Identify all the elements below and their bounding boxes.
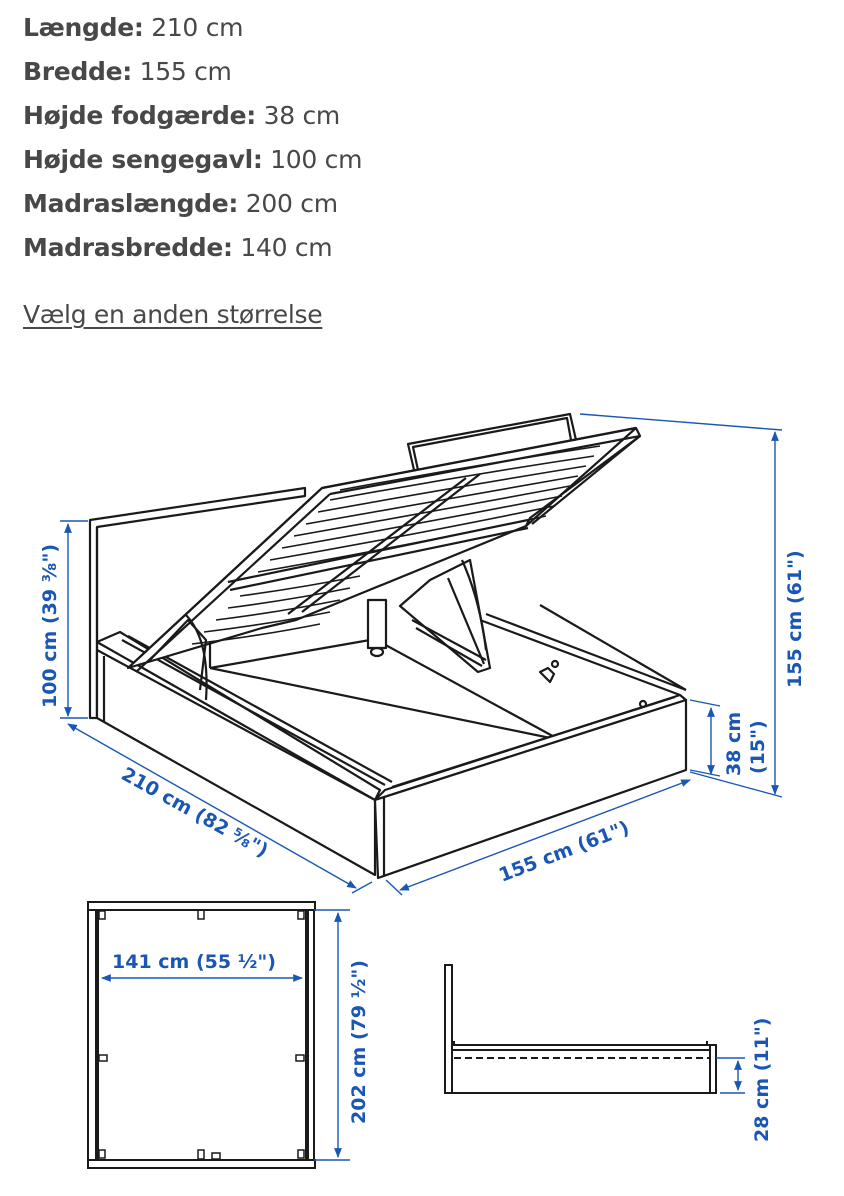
spec-label: Bredde: [23,57,132,86]
top-view-illustration [87,901,316,1169]
inner-width-label: 141 cm (55 ½") [112,951,276,973]
side-view-dimension-lines [716,1057,745,1094]
spec-length: Længde: 210 cm [23,6,362,50]
headboard-height-label: 100 cm (39 ³⁄₈") [39,544,61,708]
spec-mattress-width: Madrasbredde: 140 cm [23,226,362,270]
spec-label: Længde: [23,13,144,42]
choose-other-size-link[interactable]: Vælg en anden størrelse [23,300,323,329]
top-view-dimension-lines [101,909,350,1161]
spec-value: 38 cm [255,101,341,130]
spec-value: 155 cm [131,57,232,86]
storage-height-label: 28 cm (11") [751,1018,773,1142]
spec-value: 200 cm [238,189,338,218]
spec-footboard-height: Højde fodgærde: 38 cm [23,94,362,138]
spec-label: Højde fodgærde: [23,101,256,130]
side-view-illustration [444,964,717,1094]
spec-width: Bredde: 155 cm [23,50,362,94]
spec-headboard-height: Højde sengegavl: 100 cm [23,138,362,182]
product-dimensions-list: Længde: 210 cm Bredde: 155 cm Højde fodg… [23,6,362,270]
spec-value: 100 cm [262,145,363,174]
iso-dimension-lines [60,413,783,896]
footboard-height-label: 38 cm [723,712,745,776]
spec-label: Madrasbredde: [23,233,233,262]
total-height-label: 155 cm (61") [784,550,806,688]
spec-label: Højde sengegavl: [23,145,263,174]
inner-length-label: 202 cm (79 ½") [348,960,370,1124]
spec-mattress-length: Madraslængde: 200 cm [23,182,362,226]
spec-value: 140 cm [232,233,333,262]
spec-value: 210 cm [143,13,244,42]
footboard-height-inch-label: (15") [747,720,769,774]
spec-label: Madraslængde: [23,189,239,218]
